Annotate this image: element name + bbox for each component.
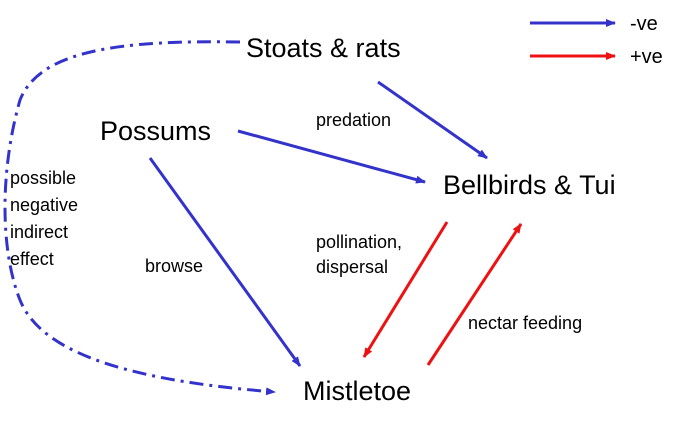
node-bellbirds-tui: Bellbirds & Tui	[443, 170, 616, 200]
node-mistletoe: Mistletoe	[303, 376, 411, 406]
label-indirect-line-3: indirect	[10, 222, 68, 242]
arrow-indirect-stoats-to-mistletoe	[3, 40, 276, 396]
arrow-possums-to-bellbirds	[237, 129, 426, 184]
arrow-possums-to-mistletoe	[148, 157, 302, 367]
arrow-bellbirds-to-mistletoe	[362, 221, 449, 358]
node-possums: Possums	[100, 116, 211, 146]
node-stoats-rats: Stoats & rats	[246, 33, 401, 63]
legend-negative-label: -ve	[630, 13, 658, 35]
legend-positive-label: +ve	[630, 46, 663, 68]
label-browse: browse	[145, 256, 203, 276]
label-pollination: pollination,	[316, 232, 402, 252]
arrow-mistletoe-to-bellbirds	[426, 223, 523, 366]
arrow-stoats-to-bellbirds	[377, 80, 488, 160]
label-dispersal: dispersal	[316, 257, 388, 277]
label-predation: predation	[316, 110, 391, 130]
label-indirect-line-4: effect	[10, 249, 54, 269]
label-nectar-feeding: nectar feeding	[468, 313, 582, 333]
label-indirect-line-1: possible	[10, 168, 76, 188]
label-indirect-line-2: negative	[10, 195, 78, 215]
